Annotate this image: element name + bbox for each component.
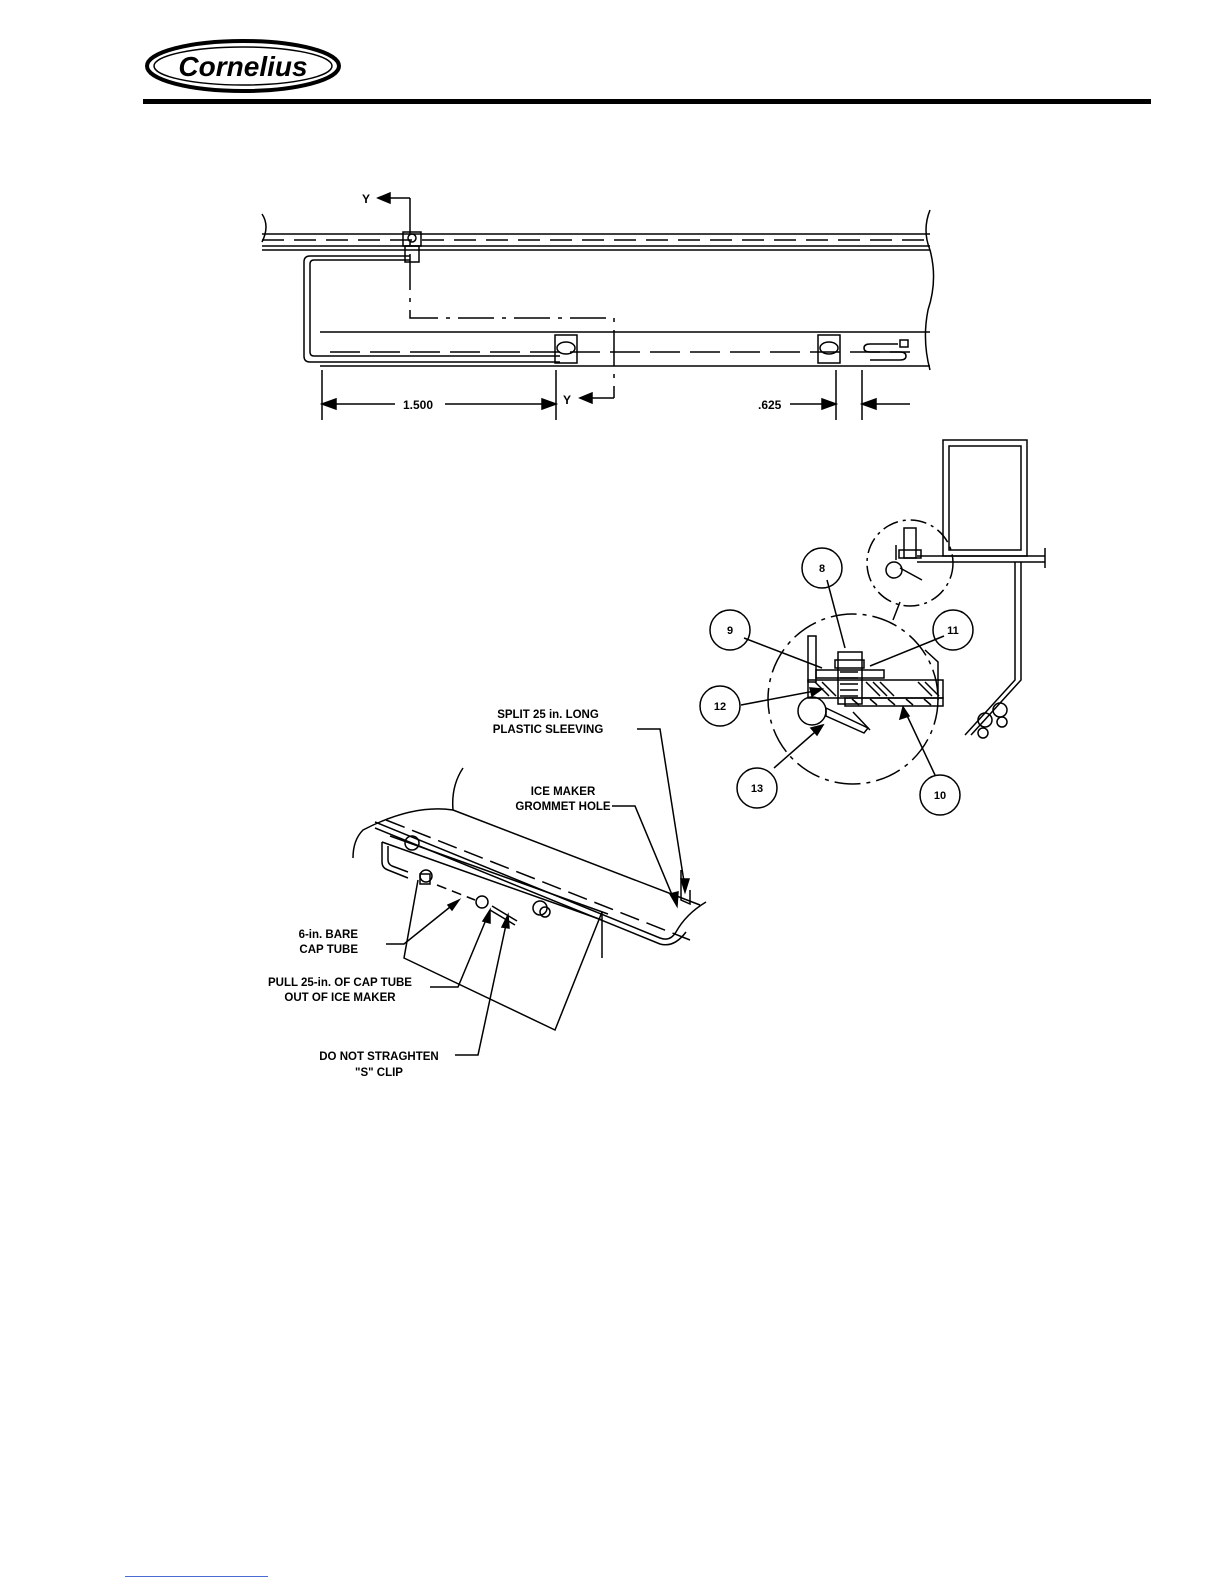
section-label-top: Y — [362, 192, 370, 206]
top-view-drawing — [262, 193, 934, 420]
dimension-right: .625 — [758, 398, 782, 412]
callout-13: 13 — [751, 783, 763, 795]
grommet-hole-label-line2: GROMMET HOLE — [515, 801, 611, 813]
grommet-hole-label-line1: ICE MAKER — [531, 786, 596, 798]
dimension-left: 1.500 — [403, 398, 433, 412]
bare-cap-tube-label-line1: 6-in. BARE — [299, 929, 359, 941]
bare-cap-tube-label-line2: CAP TUBE — [299, 944, 358, 956]
footer-link-underline — [125, 1576, 268, 1577]
split-sleeving-label-line1: SPLIT 25 in. LONG — [497, 709, 599, 721]
s-clip-label-line1: DO NOT STRAGHTEN — [319, 1051, 438, 1063]
section-detail-drawing — [700, 440, 1045, 815]
isometric-view-drawing — [353, 729, 706, 1055]
callout-10: 10 — [934, 790, 946, 802]
callout-9: 9 — [727, 625, 733, 637]
s-clip-label-line2: "S" CLIP — [355, 1067, 403, 1079]
split-sleeving-label-line2: PLASTIC SLEEVING — [493, 724, 604, 736]
section-label-bottom: Y — [563, 393, 571, 407]
pull-cap-tube-label-line2: OUT OF ICE MAKER — [284, 992, 396, 1004]
callout-8: 8 — [819, 563, 825, 575]
callout-12: 12 — [714, 701, 726, 713]
callout-11: 11 — [947, 625, 959, 637]
pull-cap-tube-label-line1: PULL 25-in. OF CAP TUBE — [268, 977, 412, 989]
